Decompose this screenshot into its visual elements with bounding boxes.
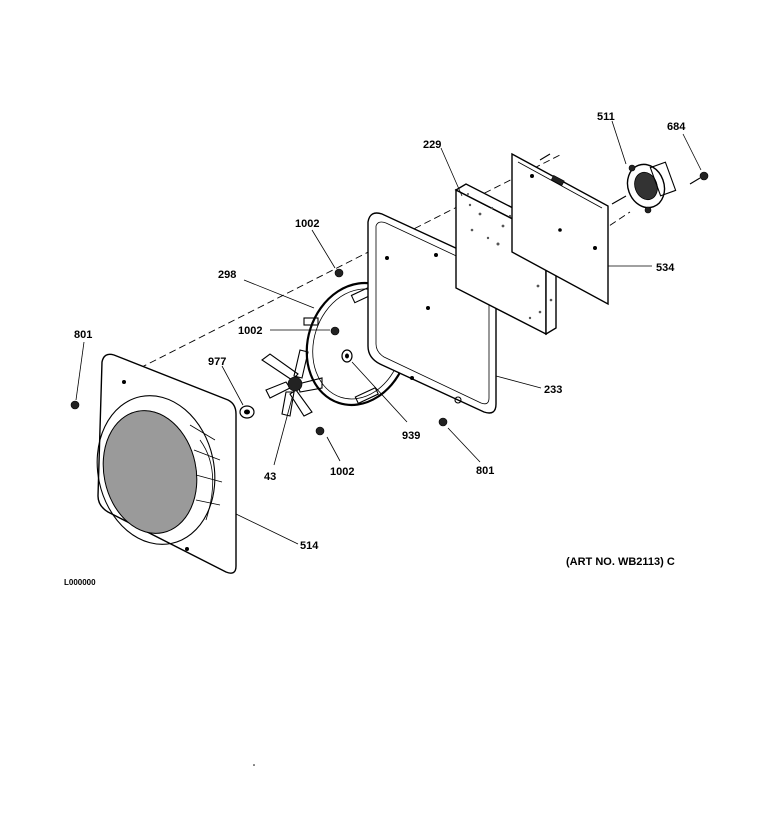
art-number: (ART NO. WB2113) C: [566, 556, 675, 568]
label-1002-middle: 1002: [238, 325, 262, 337]
washer-939: [341, 349, 353, 363]
label-229: 229: [423, 139, 441, 151]
label-1002-upper: 1002: [295, 218, 319, 230]
leader-lines: [75, 120, 702, 545]
axis-line-rear: [454, 154, 561, 209]
label-534: 534: [656, 262, 675, 274]
label-1002-lower: 1002: [330, 466, 354, 478]
label-939: 939: [402, 430, 420, 442]
axis-line-main: [139, 207, 456, 369]
label-43: 43: [264, 471, 276, 483]
nut-977: [239, 405, 255, 419]
screw-1002-middle: [330, 326, 340, 336]
label-233: 233: [544, 384, 562, 396]
label-684: 684: [667, 121, 686, 133]
motor-511: [611, 161, 677, 214]
screw-801-left: [70, 400, 80, 410]
screw-801-right: [438, 417, 448, 427]
label-514: 514: [300, 540, 319, 552]
label-977: 977: [208, 356, 226, 368]
label-801-left: 801: [74, 329, 92, 341]
front-cover-514: [96, 353, 237, 574]
label-801-right: 801: [476, 465, 494, 477]
label-511: 511: [597, 111, 615, 123]
fan-blade-43: [261, 349, 323, 417]
screw-684: [689, 171, 709, 185]
drawing-code: L000000: [64, 578, 96, 587]
screw-1002-lower: [315, 426, 325, 436]
screw-1002-upper: [334, 268, 344, 278]
rear-plate-534: [511, 152, 609, 306]
stray-dot: [253, 764, 255, 766]
label-298: 298: [218, 269, 236, 281]
